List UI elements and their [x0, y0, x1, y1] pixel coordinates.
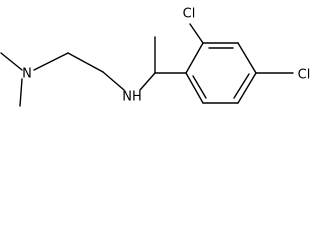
bond-n-to-ch2 — [33, 52, 69, 71]
chemical-structure-diagram: N NH Cl Cl — [0, 7, 311, 107]
ring-double-bond-c4-c5 — [233, 73, 250, 99]
bond-ring-to-cl-ortho — [189, 23, 204, 44]
ring-bond-c3-c4 — [237, 42, 257, 74]
bond-nh-to-ch — [139, 72, 156, 91]
atom-label-cl-ortho: Cl — [183, 7, 196, 22]
atom-label-n: N — [22, 67, 32, 82]
atom-label-nh: NH — [122, 90, 142, 105]
atom-label-cl-para: Cl — [298, 68, 311, 83]
bond-ch2-to-ch2 — [67, 52, 104, 73]
bond-methyl-lower-to-n — [19, 78, 23, 107]
bond-ch2-to-nh — [102, 71, 125, 91]
ring-double-bond-c6-c1 — [192, 75, 207, 99]
ring-bond-c1-c2 — [185, 42, 204, 74]
ring-bond-c6-c1 — [185, 72, 204, 104]
bond-methyl-upper-to-n — [0, 52, 23, 71]
ring-bond-c4-c5 — [237, 72, 257, 104]
